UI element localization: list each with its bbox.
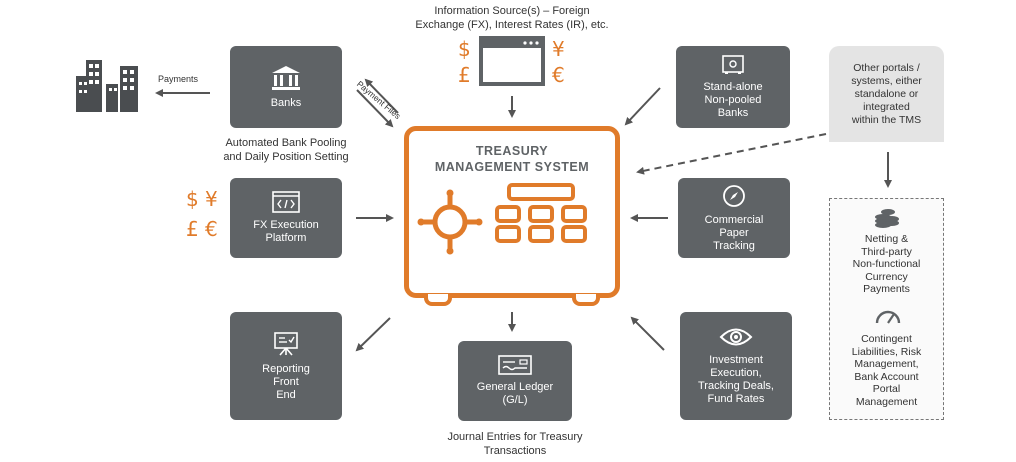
commercial-paper-label: Commercial Paper Tracking bbox=[704, 213, 764, 252]
standalone-banks-box: Stand-alone Non-pooled Banks bbox=[676, 46, 790, 128]
ledger-check-icon bbox=[498, 355, 532, 375]
yen-symbol-top: ¥ bbox=[552, 37, 565, 61]
investment-execution-box: Investment Execution, Tracking Deals, Fu… bbox=[680, 312, 792, 420]
browser-window-icon bbox=[479, 36, 545, 86]
fx-execution-box: FX Execution Platform bbox=[230, 178, 342, 258]
tms-foot-left bbox=[424, 294, 452, 306]
tms-title: TREASURY MANAGEMENT SYSTEM bbox=[434, 144, 590, 174]
other-portals-panel: Other portals / systems, either standalo… bbox=[829, 46, 944, 142]
dollar-symbol-top: $ bbox=[458, 37, 471, 61]
investment-execution-label: Investment Execution, Tracking Deals, Fu… bbox=[697, 354, 774, 405]
treasury-management-system: TREASURY MANAGEMENT SYSTEM bbox=[404, 126, 620, 298]
compass-icon bbox=[723, 184, 745, 207]
gauge-icon bbox=[875, 310, 901, 324]
coins-icon bbox=[875, 209, 899, 228]
other-portals-text: Other portals / systems, either standalo… bbox=[851, 61, 922, 126]
keypad-icon bbox=[495, 183, 587, 243]
journal-caption: Journal Entries for Treasury Transaction… bbox=[447, 431, 583, 457]
euro-symbol-top: € bbox=[552, 63, 565, 87]
arrow-standalone-to-tms bbox=[624, 87, 661, 126]
presentation-board-icon bbox=[274, 331, 298, 356]
euro-symbol-left: € bbox=[205, 217, 218, 241]
info-source-caption: Information Source(s) – Foreign Exchange… bbox=[415, 5, 609, 31]
reporting-front-end-label: Reporting Front End bbox=[262, 362, 310, 401]
netting-text: Netting & Third-party Non-functional Cur… bbox=[852, 233, 921, 295]
additional-functions-panel: Netting & Third-party Non-functional Cur… bbox=[829, 198, 944, 420]
contingent-text: Contingent Liabilities, Risk Management,… bbox=[851, 333, 922, 408]
arrow-tms-to-banks bbox=[364, 78, 399, 114]
general-ledger-box: General Ledger (G/L) bbox=[458, 341, 572, 421]
vault-dial-icon bbox=[417, 189, 483, 255]
bank-icon bbox=[272, 65, 300, 90]
reporting-front-end-box: Reporting Front End bbox=[230, 312, 342, 420]
arrow-tms-to-reporting bbox=[355, 317, 391, 352]
pooling-caption: Automated Bank Pooling and Daily Positio… bbox=[223, 137, 349, 163]
dollar-symbol-left: $ bbox=[186, 187, 199, 211]
pound-symbol-top: £ bbox=[458, 63, 471, 87]
payments-label: Payments bbox=[158, 74, 199, 84]
banks-label: Banks bbox=[270, 96, 302, 109]
code-window-icon bbox=[272, 191, 300, 213]
arrow-investment-to-tms bbox=[630, 316, 665, 351]
pound-symbol-left: £ bbox=[186, 217, 199, 241]
standalone-banks-label: Stand-alone Non-pooled Banks bbox=[703, 80, 763, 119]
commercial-paper-box: Commercial Paper Tracking bbox=[678, 178, 790, 258]
safe-icon bbox=[722, 54, 744, 74]
fx-execution-label: FX Execution Platform bbox=[253, 219, 319, 244]
eye-icon bbox=[719, 328, 753, 346]
arrow-banks-to-tms bbox=[356, 89, 394, 128]
tms-foot-right bbox=[572, 294, 600, 306]
building-icon bbox=[76, 60, 138, 112]
arrow-other-to-tms-dashed bbox=[636, 133, 827, 175]
yen-symbol-left: ¥ bbox=[205, 187, 218, 211]
banks-box: Banks bbox=[230, 46, 342, 128]
general-ledger-label: General Ledger (G/L) bbox=[476, 381, 554, 406]
